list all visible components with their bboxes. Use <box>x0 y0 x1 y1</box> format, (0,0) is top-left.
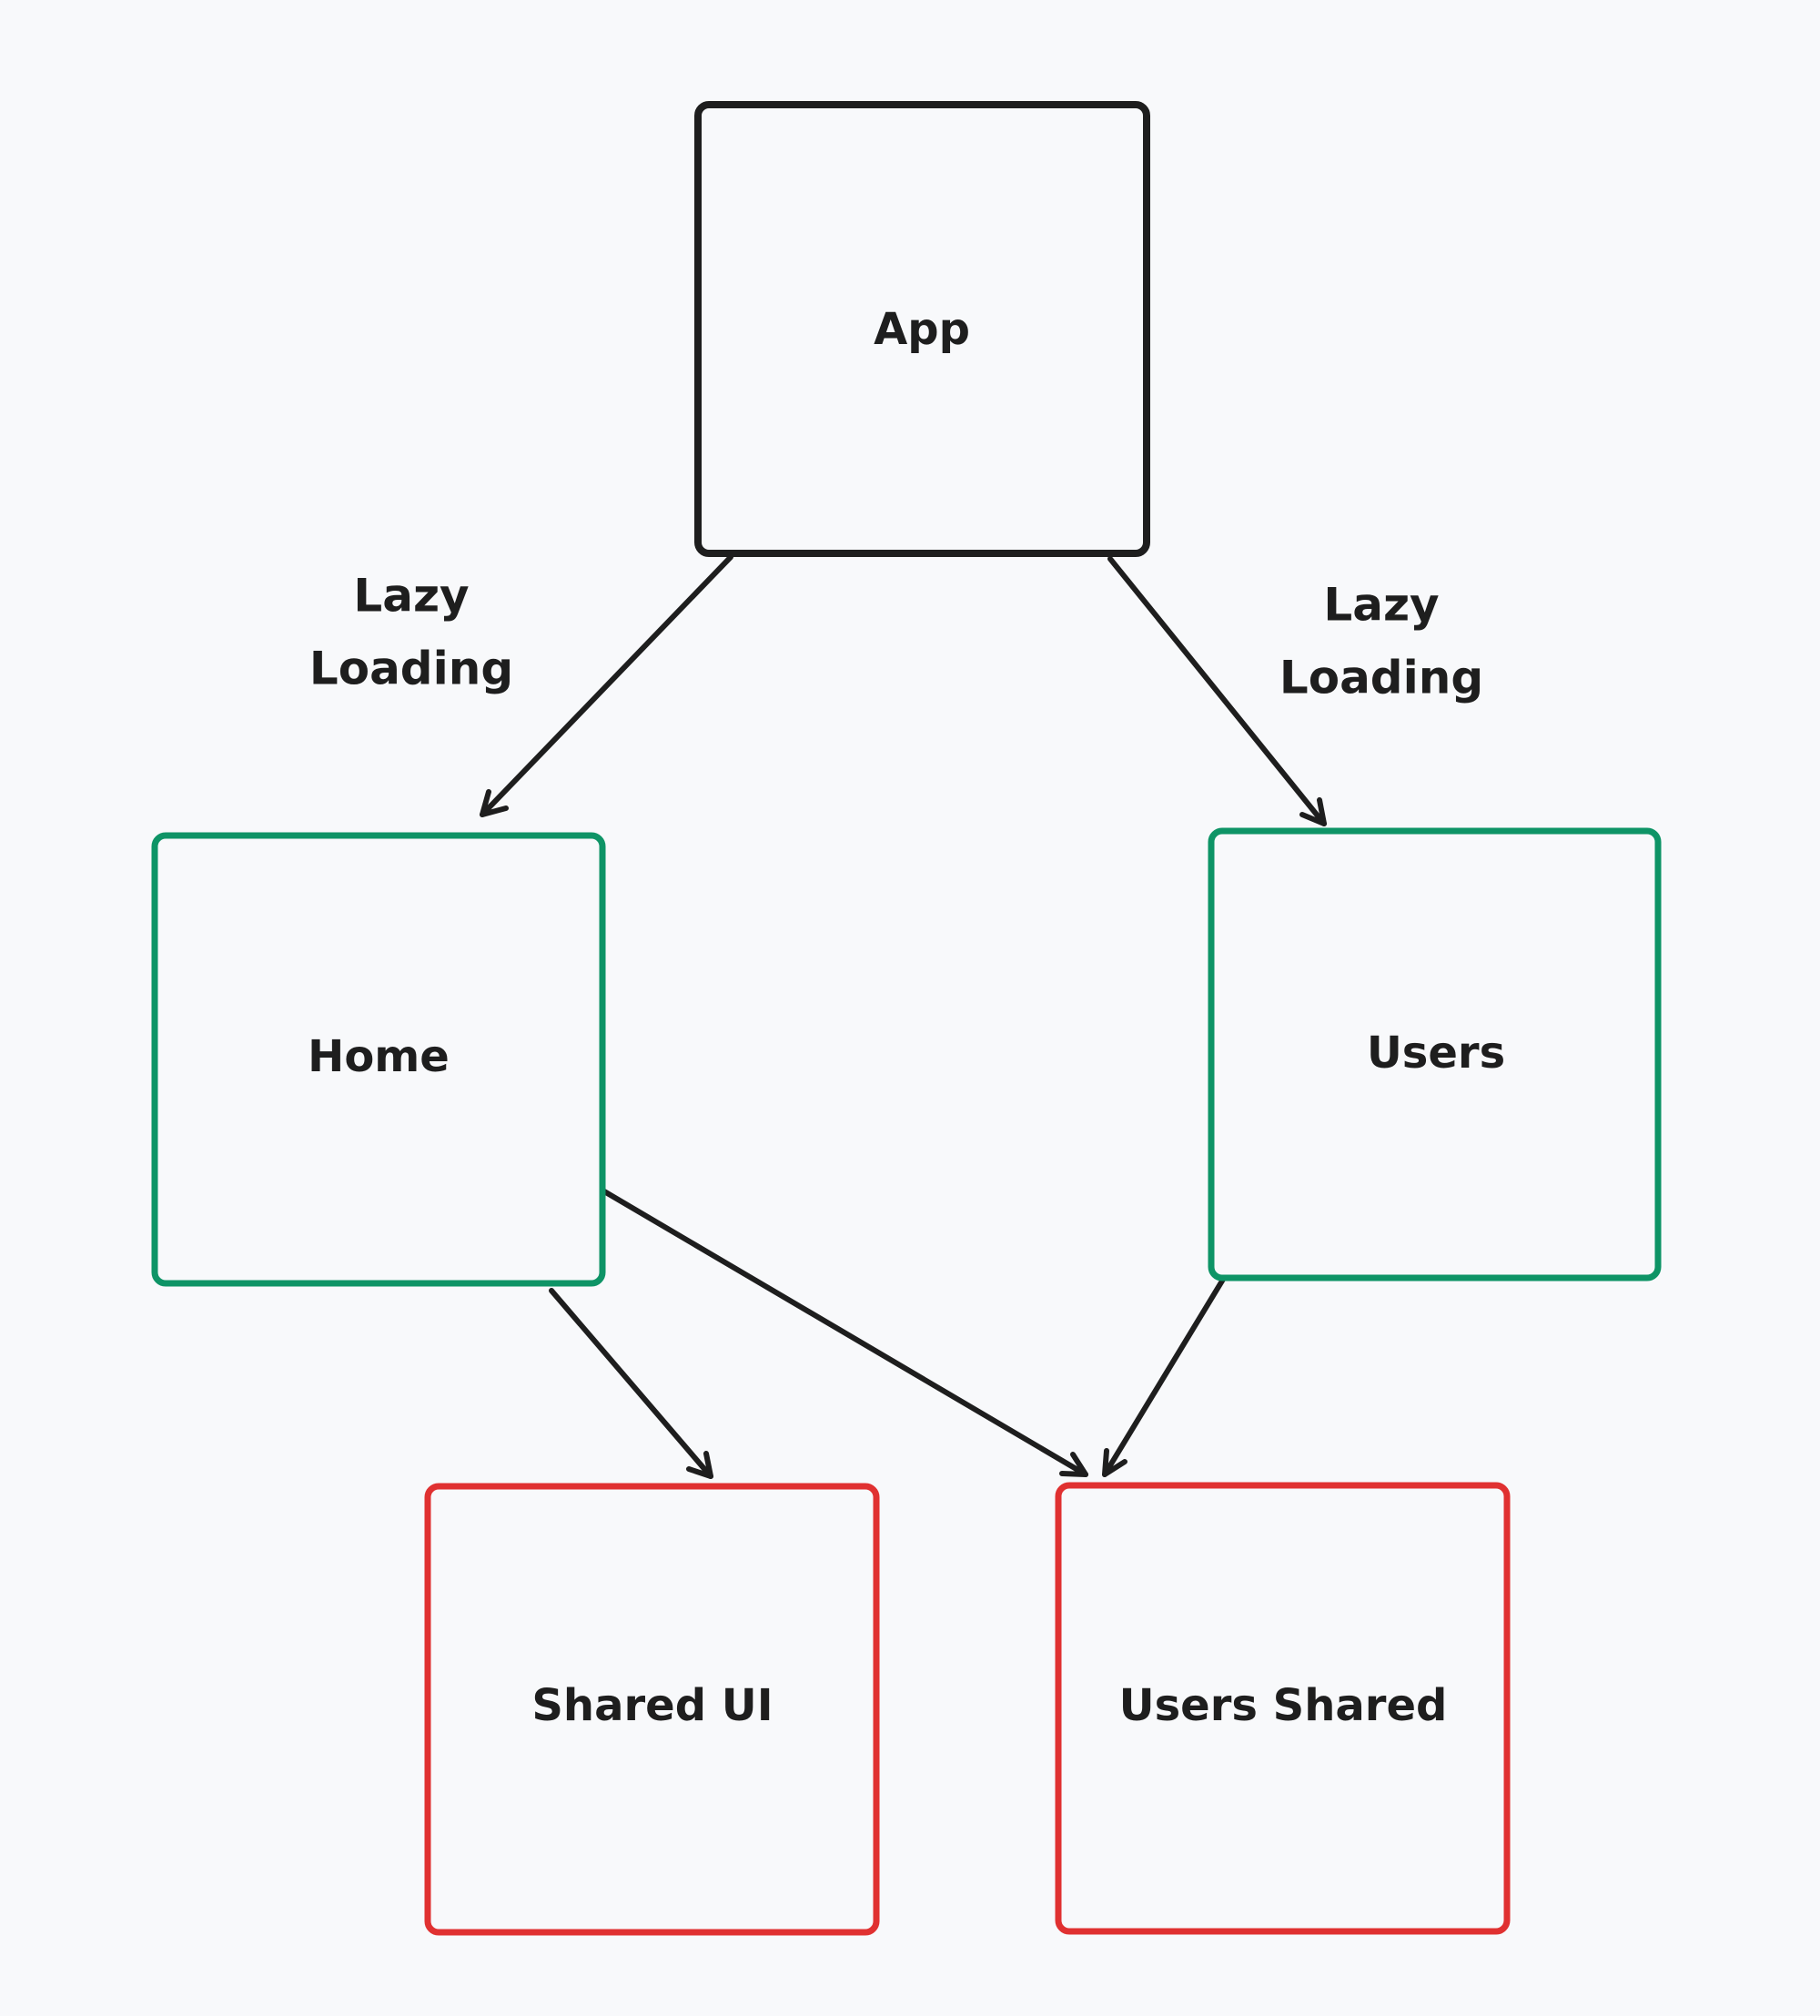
node-users-box <box>1208 827 1662 1282</box>
edge-app-to-users <box>1107 556 1327 826</box>
edge-users-to-users-shared <box>1102 1275 1227 1477</box>
node-shared-ui-label: Shared UI <box>531 1680 773 1731</box>
edge-home-to-users-shared <box>602 1189 1088 1477</box>
edge-label-right-line1: Lazy <box>1323 579 1439 632</box>
edge-app-to-home <box>480 554 733 817</box>
edge-label-right: Lazy Loading <box>1279 579 1483 704</box>
node-app[interactable]: App <box>694 101 1150 557</box>
node-users-shared[interactable]: Users Shared <box>1055 1482 1511 1935</box>
node-users-label: Users <box>1367 1028 1505 1079</box>
edge-label-right-line2: Loading <box>1279 652 1483 704</box>
node-shared-ui-box <box>424 1483 880 1936</box>
node-app-label: App <box>874 304 970 355</box>
edges <box>480 554 1327 1479</box>
node-shared-ui[interactable]: Shared UI <box>424 1483 880 1936</box>
node-users-shared-box <box>1055 1482 1511 1935</box>
node-users-shared-label: Users Shared <box>1119 1680 1448 1731</box>
edge-label-left-line2: Loading <box>309 643 513 695</box>
node-users[interactable]: Users <box>1208 827 1662 1282</box>
edge-label-left: Lazy Loading <box>309 570 513 695</box>
node-app-box <box>694 101 1150 557</box>
node-home-box <box>151 832 606 1287</box>
node-home[interactable]: Home <box>151 832 606 1287</box>
edge-home-to-shared-ui <box>549 1288 713 1479</box>
edge-label-left-line1: Lazy <box>353 570 469 623</box>
node-home-label: Home <box>308 1031 450 1082</box>
